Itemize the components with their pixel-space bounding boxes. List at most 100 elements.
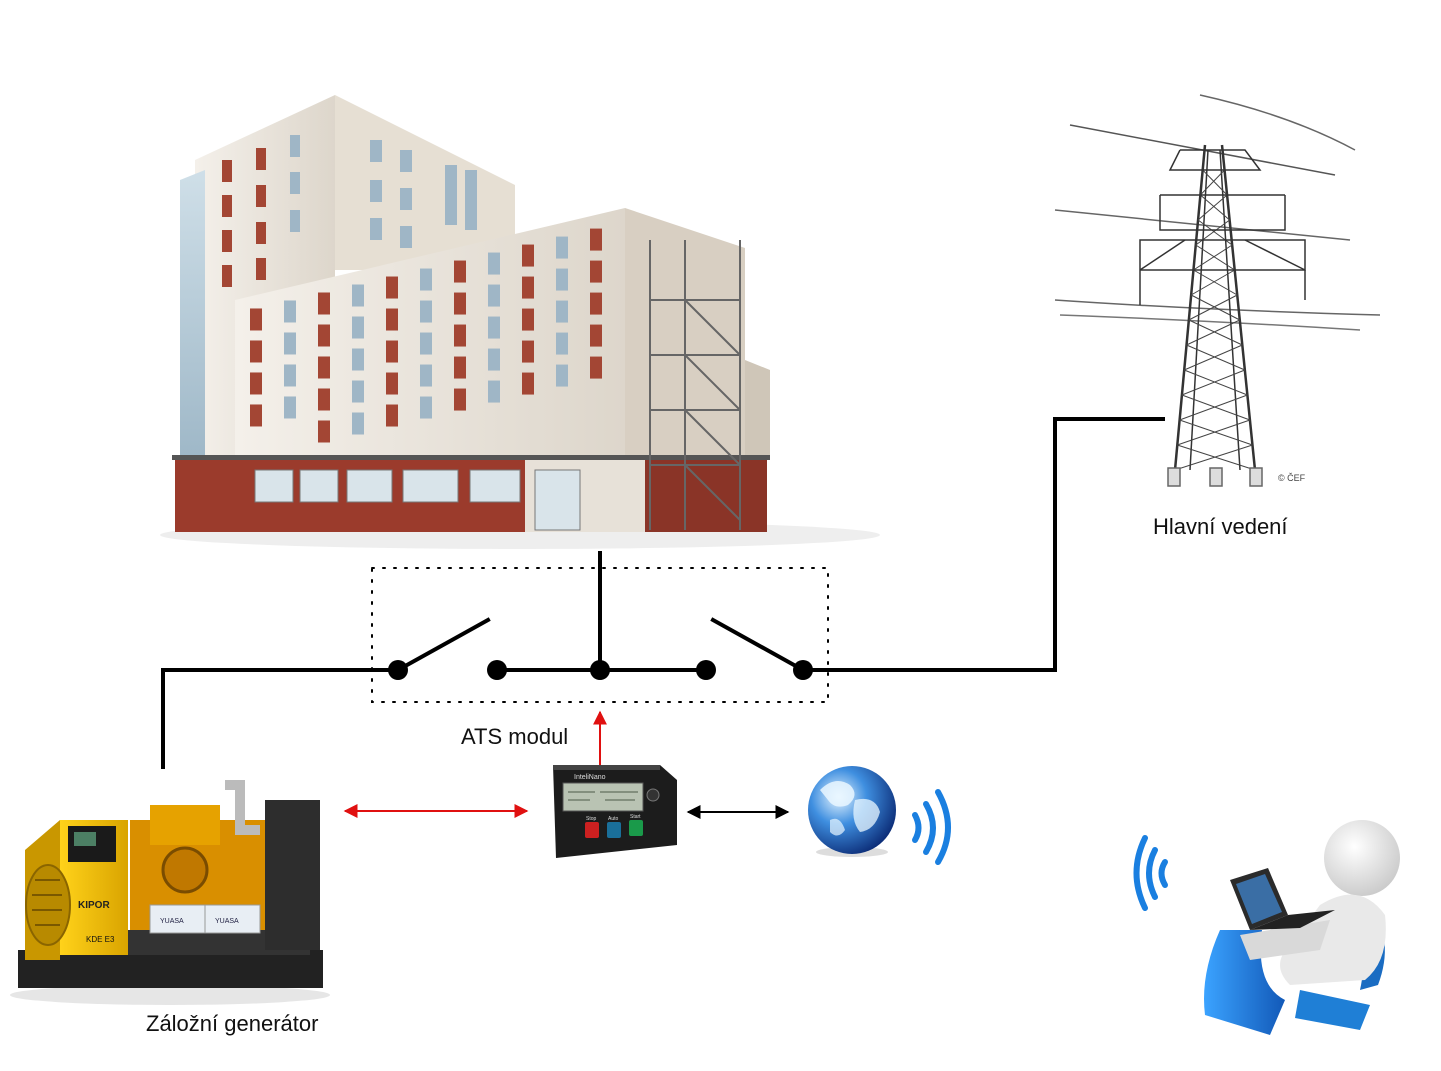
building-window <box>488 316 500 339</box>
building-window <box>556 364 568 387</box>
wifi-icon <box>912 789 951 865</box>
pylon-lattice-bar <box>1200 169 1225 196</box>
building-window <box>590 228 602 251</box>
building-window <box>454 292 466 315</box>
building-window <box>590 260 602 283</box>
pylon-lattice-bar <box>1200 194 1230 221</box>
building-window <box>522 276 534 299</box>
building-window <box>250 372 262 395</box>
pylon-lattice-bar <box>1174 444 1253 471</box>
pylon-lattice-bar <box>1195 244 1235 271</box>
building-window <box>420 364 432 387</box>
building-window <box>352 348 364 371</box>
pylon-lattice-bar <box>1179 394 1248 421</box>
pylon-lattice-bar <box>1197 194 1228 221</box>
building-window <box>522 340 534 363</box>
building-window <box>318 356 330 379</box>
ats-module-frame <box>371 567 829 703</box>
generator-wire <box>161 668 400 769</box>
pylon-lattice-bar <box>1184 344 1243 371</box>
building-window <box>556 268 568 291</box>
pylon-lattice-bar <box>1186 344 1246 371</box>
building-window <box>556 300 568 323</box>
building-window <box>522 308 534 331</box>
btn-auto-mark: Auto <box>608 816 619 822</box>
person-laptop-image <box>1133 820 1400 1035</box>
building-window <box>318 388 330 411</box>
building-image <box>160 95 880 549</box>
pylon-lattice-bar <box>1184 369 1248 396</box>
main-line-label: Hlavní vedení <box>1153 514 1288 539</box>
pylon-lattice-bar <box>1177 444 1256 471</box>
controller-image <box>553 765 677 858</box>
building-window <box>250 340 262 363</box>
pylon-lattice-bar <box>1193 244 1233 271</box>
building-window <box>284 396 296 419</box>
building-window <box>318 292 330 315</box>
building-window <box>488 252 500 275</box>
building-window <box>420 300 432 323</box>
battery-brand-left: YUASA <box>160 918 184 925</box>
pylon-lattice-bar <box>1181 369 1246 396</box>
building-window <box>454 356 466 379</box>
pylon-lattice-bar <box>1179 419 1253 446</box>
building-window <box>250 404 262 427</box>
generator-model-mark: KDE E3 <box>86 935 115 944</box>
pylon-lattice-bar <box>1190 294 1240 321</box>
building-window <box>386 276 398 299</box>
building-window <box>590 292 602 315</box>
building-window <box>284 364 296 387</box>
building-window <box>284 300 296 323</box>
controller-brand-mark: InteliNano <box>574 774 606 781</box>
building-window <box>386 404 398 427</box>
building-window <box>420 268 432 291</box>
building-window <box>386 372 398 395</box>
copyright-mark: © ČEF <box>1278 473 1306 483</box>
generator-brand-mark: KIPOR <box>78 900 110 911</box>
building-window <box>250 308 262 331</box>
switch-contacts <box>388 660 813 680</box>
power-pylon-image <box>1054 94 1381 487</box>
building-window <box>556 236 568 259</box>
right-switch-blade <box>710 617 806 673</box>
building-window <box>488 380 500 403</box>
building-window <box>522 372 534 395</box>
pylon-lattice-bar <box>1193 269 1238 296</box>
building-window <box>454 324 466 347</box>
building-window <box>318 420 330 443</box>
pylon-lattice-bar <box>1197 219 1233 246</box>
building-window <box>284 332 296 355</box>
generator-label: Záložní generátor <box>146 1011 318 1036</box>
battery-brand-right: YUASA <box>215 918 239 925</box>
mains-wire <box>801 417 1165 672</box>
btn-stop-mark: Stop <box>586 816 597 822</box>
wifi-icon <box>1133 835 1168 911</box>
globe-icon <box>808 766 896 857</box>
pylon-lattice-bar <box>1177 419 1251 446</box>
pylon-lattice-bar <box>1186 319 1240 346</box>
pylon-lattice-bar <box>1181 394 1251 421</box>
pylon-lattice-bar <box>1188 294 1238 321</box>
pylon-lattice-bar <box>1195 219 1230 246</box>
left-switch-blade <box>395 617 491 673</box>
building-window <box>590 356 602 379</box>
btn-start-mark: Start <box>630 814 641 820</box>
pylon-lattice-bar <box>1188 319 1243 346</box>
building-window <box>590 324 602 347</box>
building-window <box>352 284 364 307</box>
building-window <box>386 340 398 363</box>
building-window <box>352 380 364 403</box>
building-window <box>454 260 466 283</box>
pylon-lattice-bar <box>1190 269 1235 296</box>
building-window <box>352 316 364 339</box>
pylon-lattice-bar <box>1202 169 1228 196</box>
building-window <box>318 324 330 347</box>
building-window <box>488 348 500 371</box>
building-window <box>420 332 432 355</box>
building-window <box>352 412 364 435</box>
building-window <box>522 244 534 267</box>
building-window <box>386 308 398 331</box>
building-window <box>454 388 466 411</box>
building-window <box>420 396 432 419</box>
